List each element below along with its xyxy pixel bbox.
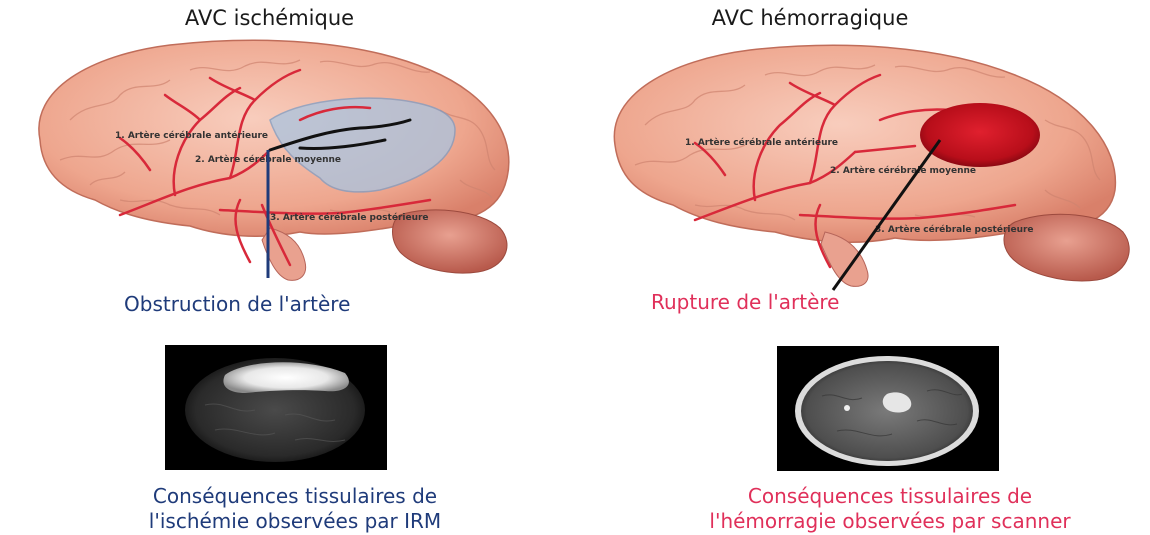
hemorrhagic-panel: AVC hémorragique <box>575 0 1150 535</box>
ischemic-brain-illustration: 1. Artère cérébrale antérieure 2. Artère… <box>0 0 575 300</box>
artery-label-2: 2. Artère cérébrale moyenne <box>830 165 976 176</box>
hemorrhagic-brain-illustration: 1. Artère cérébrale antérieure 2. Artère… <box>575 0 1150 300</box>
hemorrhagic-consequence-text: Conséquences tissulaires de l'hémorragie… <box>655 484 1125 534</box>
artery-label-1: 1. Artère cérébrale antérieure <box>115 130 268 141</box>
artery-label-3: 3. Artère cérébrale postérieure <box>875 224 1034 235</box>
obstruction-caption: Obstruction de l'artère <box>124 292 350 316</box>
ct-scan-image <box>777 346 999 471</box>
rupture-caption: Rupture de l'artère <box>651 290 839 314</box>
ischemic-panel: AVC ischémique <box>0 0 575 535</box>
ischemic-consequence-text: Conséquences tissulaires de l'ischémie o… <box>100 484 490 534</box>
artery-label-3: 3. Artère cérébrale postérieure <box>270 212 429 223</box>
hemorrhage-zone <box>920 103 1040 167</box>
artery-label-1: 1. Artère cérébrale antérieure <box>685 137 838 148</box>
mri-scan-image <box>165 345 387 470</box>
